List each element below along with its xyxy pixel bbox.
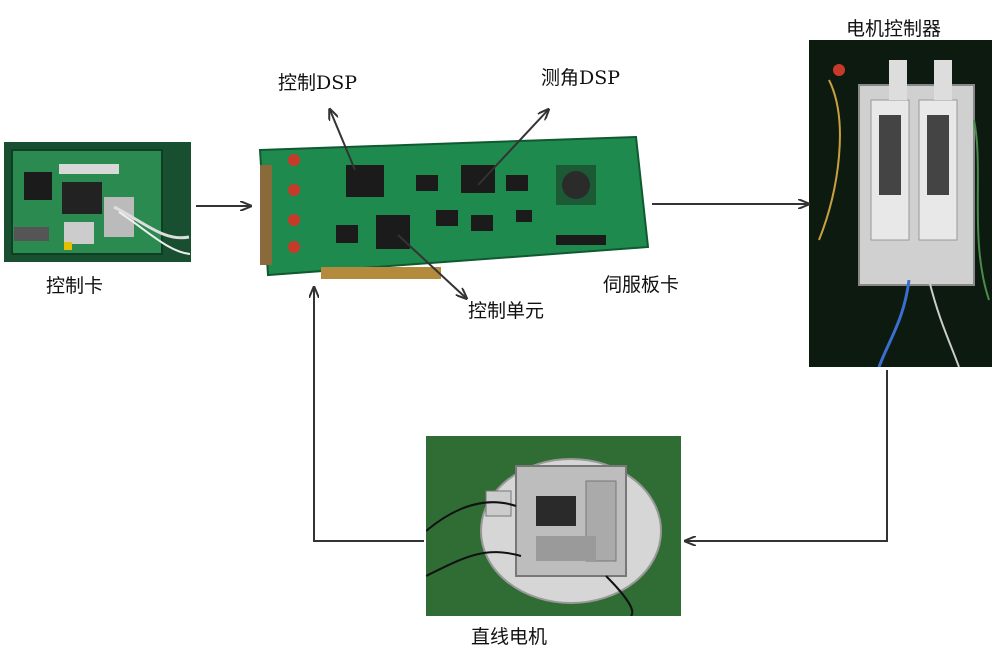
- label-linear-motor: 直线电机: [471, 626, 548, 648]
- label-control-card: 控制卡: [46, 275, 104, 297]
- arrow-controller-to-motor: [686, 370, 888, 541]
- label-angle-dsp: 测角DSP: [541, 67, 621, 89]
- arrow-control-dsp: [330, 110, 356, 171]
- arrow-motor-to-board: [314, 288, 424, 542]
- servo-board-image: [258, 135, 650, 279]
- linear-motor-photo: [426, 436, 681, 616]
- arrow-angle-dsp: [477, 110, 548, 186]
- servo-board-photo: [256, 135, 651, 285]
- control-card-photo: [4, 142, 191, 262]
- arrow-control-unit: [397, 234, 466, 298]
- label-servo-board: 伺服板卡: [603, 274, 680, 296]
- control-card-image: [4, 142, 191, 262]
- label-control-unit: 控制单元: [468, 300, 545, 322]
- linear-motor-image: [426, 436, 681, 616]
- label-motor-controller: 电机控制器: [846, 18, 942, 40]
- motor-controller-image: [809, 40, 992, 367]
- motor-controller-photo: [809, 40, 992, 367]
- label-control-dsp: 控制DSP: [278, 72, 358, 94]
